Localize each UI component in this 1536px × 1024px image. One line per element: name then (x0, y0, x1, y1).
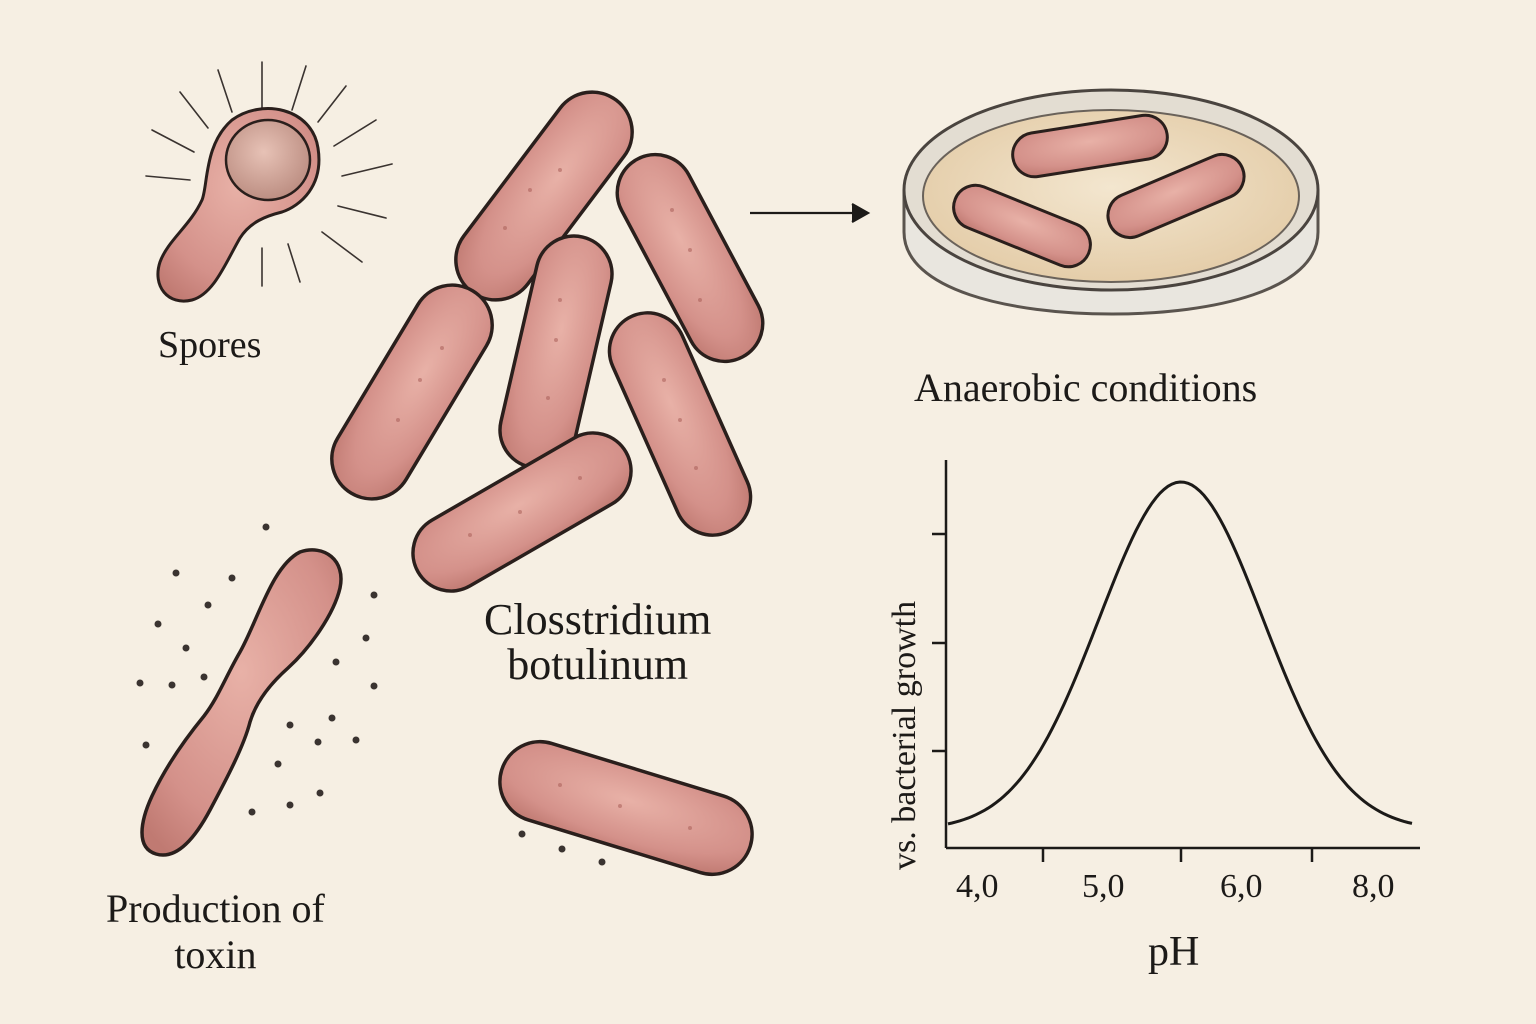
bacterium (330, 283, 494, 501)
dividing-bacterium (140, 548, 343, 857)
anaerobic-conditions-label: Anaerobic conditions (914, 365, 1258, 410)
x-tick-label: 8,0 (1352, 868, 1395, 905)
organism-name-line2: botulinum (507, 639, 689, 689)
arrow-to-dish (750, 203, 871, 223)
bacterium (1011, 113, 1169, 179)
spore-illustration (145, 61, 393, 303)
toxin-label-line1: Production of (106, 886, 325, 931)
growth-chart (932, 460, 1420, 862)
petri-dish (902, 88, 1320, 316)
x-tick-label: 4,0 (956, 868, 999, 905)
x-ticks (1041, 848, 1314, 862)
growth-curve (947, 480, 1413, 826)
bacteria-cluster (330, 90, 765, 877)
organism-name-label: Closstridium botulinum (484, 595, 712, 689)
toxin-production-label: Production of toxin (106, 886, 325, 978)
y-ticks (932, 532, 946, 753)
bacterium (615, 152, 765, 364)
bacterium (1106, 152, 1246, 240)
spores-label: Spores (158, 324, 262, 366)
bacterium (607, 311, 753, 537)
bacterium (498, 739, 754, 877)
chart-x-axis-label: pH (1148, 929, 1200, 975)
toxin-particles-lower (518, 830, 606, 866)
chart-y-axis-label: vs. bacterial growth (886, 600, 923, 870)
spore-rays (145, 61, 393, 287)
toxin-producing-bacterium (136, 523, 378, 857)
organism-name-line1: Closstridium (484, 595, 712, 644)
bacterium (952, 183, 1092, 269)
x-tick-label: 5,0 (1082, 868, 1125, 905)
bacteria-texture (396, 168, 702, 830)
x-tick-label: 6,0 (1220, 868, 1263, 905)
spore-core (224, 118, 312, 202)
toxin-particles (136, 523, 378, 816)
toxin-label-line2: toxin (174, 932, 257, 977)
